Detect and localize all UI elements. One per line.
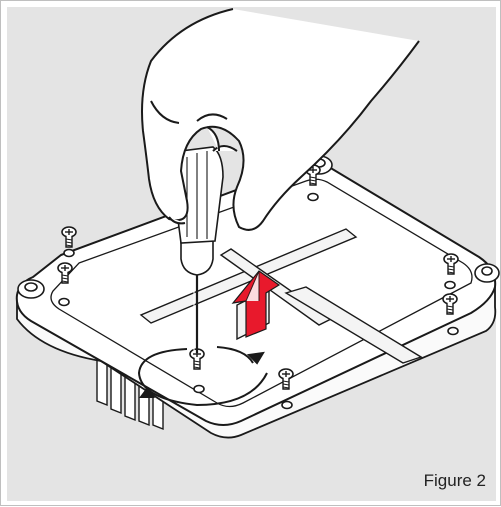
screw-icon-1: [62, 227, 76, 257]
figure-caption: Figure 2: [424, 471, 486, 491]
